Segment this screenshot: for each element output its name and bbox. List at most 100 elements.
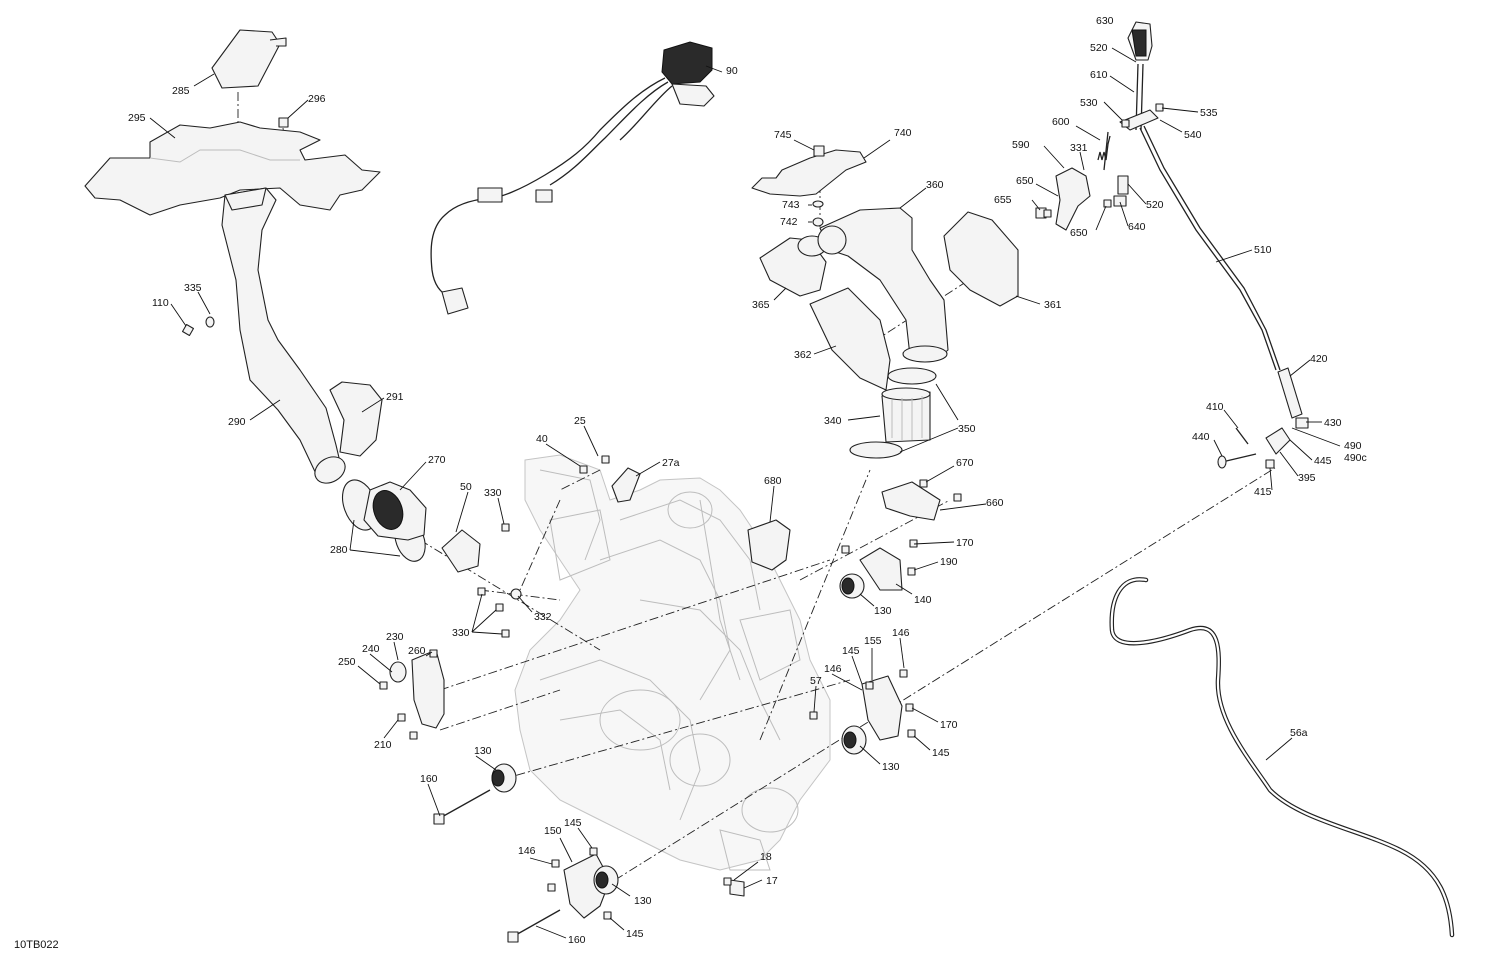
- callout-146-mid: 146: [824, 663, 842, 675]
- callout-140: 140: [914, 594, 932, 606]
- callout-285: 285: [172, 85, 190, 97]
- mount-bracket-260: [411, 649, 445, 729]
- callout-680: 680: [764, 475, 782, 487]
- callout-145-mid: 145: [932, 747, 950, 759]
- callout-labels: 285 296 295 335 110 290 291 270 280 90 7…: [128, 15, 1367, 946]
- callout-440: 440: [1192, 431, 1210, 443]
- callout-295: 295: [128, 112, 146, 124]
- callout-290: 290: [228, 416, 246, 428]
- intake-cover-285: [211, 29, 287, 89]
- shift-knob-630: [1127, 21, 1153, 61]
- callout-170-lower: 170: [940, 719, 958, 731]
- callout-445: 445: [1314, 455, 1332, 467]
- sleeve-420: [1277, 367, 1303, 419]
- callout-330-upper: 330: [484, 487, 502, 499]
- callout-40: 40: [536, 433, 548, 445]
- callout-145-lower: 145: [564, 817, 582, 829]
- screw-110: [181, 323, 195, 337]
- callout-742: 742: [780, 216, 798, 228]
- callout-130-left: 130: [474, 745, 492, 757]
- engine-assembly-ghost: [514, 454, 831, 871]
- callout-150: 150: [544, 825, 562, 837]
- callout-296: 296: [308, 93, 326, 105]
- small-fasteners: [379, 103, 1164, 920]
- callout-210: 210: [374, 739, 392, 751]
- callout-743: 743: [782, 199, 800, 211]
- bolt-160-lower: [507, 909, 561, 943]
- heat-sleeve-362: [809, 287, 891, 391]
- callout-190: 190: [940, 556, 958, 568]
- callout-540: 540: [1184, 129, 1202, 141]
- nut-296: [278, 117, 289, 128]
- callout-250: 250: [338, 656, 356, 668]
- callout-600: 600: [1052, 116, 1070, 128]
- callout-17: 17: [766, 875, 778, 887]
- callout-430: 430: [1324, 417, 1342, 429]
- callout-640: 640: [1128, 221, 1146, 233]
- callout-145-bottom: 145: [626, 928, 644, 940]
- gasket-50: [441, 529, 481, 573]
- callout-360: 360: [926, 179, 944, 191]
- callout-490: 490: [1344, 440, 1362, 452]
- callout-146-lower: 146: [518, 845, 536, 857]
- leader-lines: [149, 47, 1341, 939]
- clamp-350: [849, 367, 937, 459]
- callout-650-bottom: 650: [1070, 227, 1088, 239]
- callout-291: 291: [386, 391, 404, 403]
- callout-490c: 490c: [1344, 452, 1367, 464]
- callout-18: 18: [760, 851, 772, 863]
- wiring-harness-90: [430, 41, 715, 315]
- callout-27a: 27a: [662, 457, 680, 469]
- cvt-intake-duct-360: [817, 207, 949, 363]
- shift-rod-510: [1139, 125, 1281, 371]
- figure-reference: 10TB022: [14, 939, 59, 951]
- hose-fitting-27a: [611, 467, 641, 503]
- callout-535: 535: [1200, 107, 1218, 119]
- callout-332: 332: [534, 611, 552, 623]
- callout-350: 350: [958, 423, 976, 435]
- callout-365: 365: [752, 299, 770, 311]
- callout-90: 90: [726, 65, 738, 77]
- callout-740: 740: [894, 127, 912, 139]
- callout-130-lower: 130: [634, 895, 652, 907]
- engine-mount-130-left: [491, 763, 517, 793]
- callout-610: 610: [1090, 69, 1108, 81]
- callout-331: 331: [1070, 142, 1088, 154]
- intake-duct-290: [221, 187, 346, 484]
- clip-410: [1235, 427, 1249, 445]
- callout-230: 230: [386, 631, 404, 643]
- pin-440: [1217, 453, 1257, 469]
- callout-146-upper: 146: [892, 627, 910, 639]
- callout-650-top: 650: [1016, 175, 1034, 187]
- spring-600: [1097, 131, 1111, 171]
- engine-mount-130-upper: [839, 573, 865, 599]
- callout-50: 50: [460, 481, 472, 493]
- callout-395: 395: [1298, 472, 1316, 484]
- callout-340: 340: [824, 415, 842, 427]
- duct-291: [329, 381, 383, 457]
- callout-410: 410: [1206, 401, 1224, 413]
- callout-240: 240: [362, 643, 380, 655]
- callout-660: 660: [986, 497, 1004, 509]
- callout-630: 630: [1096, 15, 1114, 27]
- callout-520-top: 520: [1090, 42, 1108, 54]
- shift-bracket-590: [1055, 167, 1091, 231]
- intake-adapter-365: [759, 235, 827, 297]
- callout-25: 25: [574, 415, 586, 427]
- callout-335: 335: [184, 282, 202, 294]
- boot-270: [363, 481, 427, 541]
- callout-361: 361: [1044, 299, 1062, 311]
- callout-745: 745: [774, 129, 792, 141]
- plug-17-18: [729, 879, 745, 897]
- vent-hose-56a: [1109, 577, 1455, 938]
- callout-330-lower: 330: [452, 627, 470, 639]
- bushing-230: [389, 661, 407, 683]
- engine-mount-130-mid: [841, 725, 867, 755]
- callout-530: 530: [1080, 97, 1098, 109]
- washer-335: [205, 316, 215, 328]
- callout-110: 110: [152, 297, 169, 309]
- bracket-660: [881, 481, 941, 521]
- callout-510: 510: [1254, 244, 1272, 256]
- callout-130-upper: 130: [874, 605, 892, 617]
